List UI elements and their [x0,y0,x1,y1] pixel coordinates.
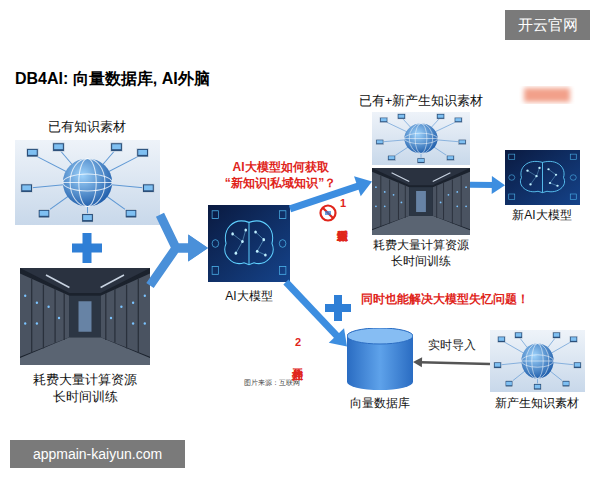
material-image: 已有+新产生知识素材 [372,112,470,165]
diagram-title: DB4AI: 向量数据库, AI外脑 [15,69,210,90]
node-label: 耗费大量计算资源 长时间训练 [29,372,141,406]
cylinder-top [347,328,413,344]
node-label: 已有知识素材 [7,119,167,136]
arrow-line [286,282,339,338]
server-image: 耗费大量计算资源 长时间训练 [372,168,470,235]
arrow-head [413,357,422,367]
arrow-line [160,215,192,248]
flow-arrow [413,357,490,367]
plus-symbol [72,233,102,263]
watermark: 开云官网 [505,10,590,40]
arrow-head [188,235,208,262]
network-illustration [490,330,585,392]
material-image: 新产生知识素材 [490,330,585,392]
node-label: 已有+新产生知识素材 [346,93,496,110]
plus-symbol [325,295,351,321]
flow-arrow [150,235,208,286]
node-label: 新AI大模型 [497,208,587,224]
arrow-head [188,235,208,262]
blurred-logo [524,88,570,102]
arrow-line [150,248,192,285]
material-image: 已有知识素材 [15,140,160,225]
brain-illustration [208,205,290,282]
watermark: appmain-kaiyun.com [10,440,185,468]
forbidden-symbol [321,206,336,221]
server-illustration [372,168,470,235]
flow-arrow [470,176,505,194]
edge-label: 实时导入 [428,337,476,354]
arrow-head [329,328,347,346]
arrow-line [470,182,494,188]
server-image: 耗费大量计算资源 长时间训练 [20,268,150,365]
node-label: 耗费大量计算资源 长时间训练 [369,238,473,269]
arrow-head [492,176,505,194]
brain-illustration [505,150,580,205]
network-illustration [15,140,160,225]
node-label: 向量数据库 [335,396,425,412]
step-label: 1 重新训练 [337,197,348,221]
highlight-note: 同时也能解决大模型失忆问题！ [360,292,530,308]
node-label: AI大模型 [209,289,289,305]
node-label: 新产生知识素材 [482,396,592,412]
cylinder-body [347,328,413,390]
arrow-head [354,176,372,196]
vector-database: 向量数据库 [347,328,413,390]
step-label: 2 开启外挂 [292,336,303,360]
ai-model-image: 新AI大模型 [505,150,580,205]
ai-model-image: AI大模型 [208,205,290,282]
cylinder-shape [347,328,413,390]
source-note: 图片来源：互联网 [244,378,308,387]
network-illustration [372,112,470,165]
question-note: AI大模型如何获取 “新知识|私域知识”？ [218,160,343,191]
server-illustration [20,268,150,365]
arrow-line [420,362,490,364]
